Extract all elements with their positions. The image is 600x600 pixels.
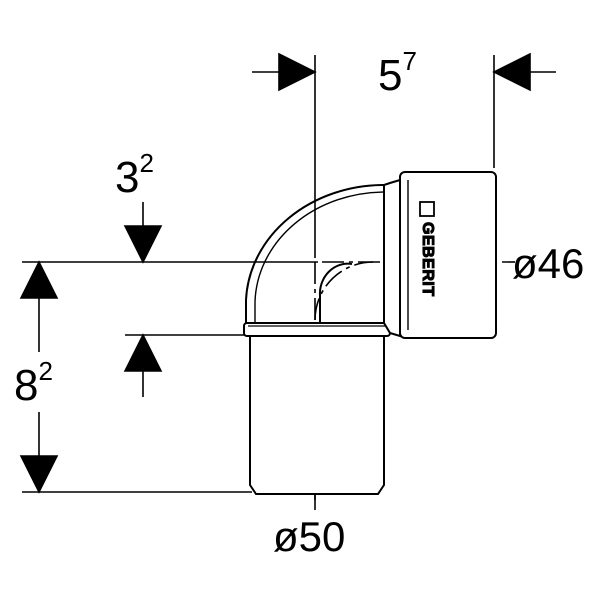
- bend-outer-curve: [245, 183, 390, 323]
- dim-top-width-label: 57: [378, 46, 417, 100]
- arrow-left-icon: [492, 52, 531, 92]
- dim-height-label: 82: [14, 356, 53, 410]
- dim-top-width-main: 5: [378, 51, 402, 100]
- logo-square-icon: [419, 201, 435, 217]
- dim-height-main: 8: [14, 361, 38, 410]
- inlet-diameter-label: ø50: [273, 513, 345, 560]
- brand-label: GEBERIT: [419, 222, 436, 297]
- arrow-right-icon: [278, 52, 317, 92]
- dim-offset-main: 3: [115, 153, 139, 202]
- socket-collar: [243, 322, 391, 337]
- dimension-labels: 57 32 82 ø46 ø50: [14, 46, 584, 560]
- arrow-down-icon: [19, 455, 59, 494]
- dim-offset-sup: 2: [139, 148, 153, 178]
- extension-lines: [22, 55, 495, 493]
- outlet-socket: [399, 171, 497, 339]
- pipe-bend-body: [243, 171, 497, 495]
- bend-inner-curve: [318, 262, 353, 323]
- dim-height-sup: 2: [38, 356, 52, 386]
- dim-top-width-sup: 7: [402, 46, 416, 76]
- dimension-arrows: [19, 52, 556, 510]
- arrow-up-icon: [19, 260, 59, 299]
- centerline-arc: [314, 261, 374, 321]
- outlet-socket-neck: [383, 178, 401, 338]
- bend-outer-curve-inner: [254, 191, 386, 323]
- geberit-logo: GEBERIT: [418, 201, 437, 297]
- bottom-spigot: [249, 335, 385, 495]
- outlet-diameter-label: ø46: [512, 240, 584, 287]
- arrow-up-icon: [123, 333, 163, 372]
- dim-offset-label: 32: [115, 148, 154, 202]
- arrow-down-icon: [123, 225, 163, 264]
